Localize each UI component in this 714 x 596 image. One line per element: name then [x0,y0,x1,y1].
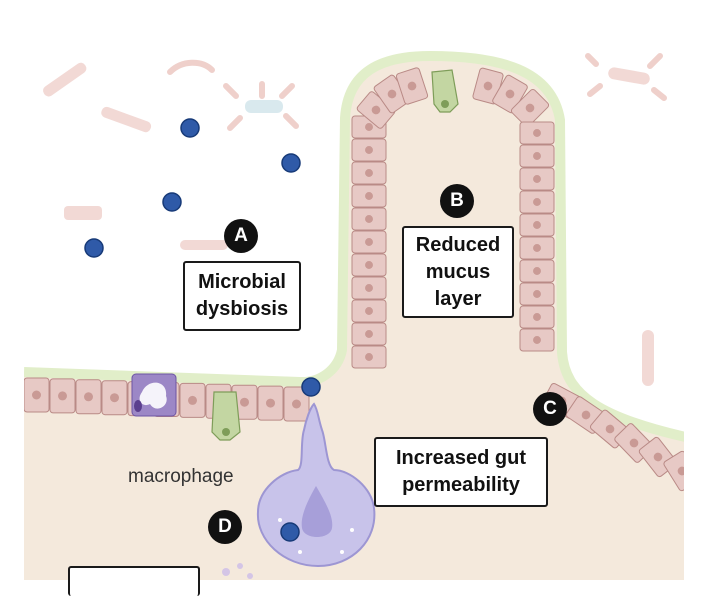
epithelial-cell [519,121,555,145]
epithelial-cell [351,184,387,208]
increased-permeability-label: Increased gut permeability [374,437,548,507]
epithelial-cell [75,379,102,415]
epithelial-cell [351,207,387,231]
epithelial-cell [519,167,555,191]
epithelial-cell [24,377,50,413]
epithelial-cell [351,253,387,277]
epithelial-cell [519,282,555,306]
epithelial-cell [351,345,387,369]
epithelial-cell [519,328,555,352]
epithelial-cell [510,88,550,128]
epithelial-cell [257,385,284,421]
epithelial-cell [519,213,555,237]
marker-a: A [224,219,258,253]
epithelial-cell [351,138,387,162]
epithelial-cell [283,386,310,422]
epithelial-cell [49,378,76,414]
macrophage-cell [256,402,376,568]
commensal-bacteria [43,53,667,579]
epithelial-cell [351,322,387,346]
gut-epithelium-diagram [24,50,684,580]
epithelial-cell [519,236,555,260]
epithelial-cell [351,161,387,185]
epithelial-cell [351,299,387,323]
epithelial-cell [179,382,206,418]
epithelial-cell [101,380,128,416]
epithelial-cell [663,450,684,492]
marker-b: B [440,184,474,218]
epithelial-cell [519,144,555,168]
epithelial-cell [395,67,429,105]
epithelial-cell [351,230,387,254]
macrophage-label: macrophage [128,466,234,487]
epithelial-cell [351,276,387,300]
pathogenic-bacteria [84,118,321,397]
immune-cell [131,373,177,417]
marker-c: C [533,392,567,426]
goblet-cell [211,391,241,441]
microbial-dysbiosis-label: Microbial dysbiosis [183,261,301,331]
epithelial-cell [519,305,555,329]
goblet-cell [431,69,459,113]
epithelial-cell [519,190,555,214]
epithelial-cell [519,259,555,283]
reduced-mucus-label: Reduced mucus layer [402,226,514,318]
bottom-label-box [68,566,200,596]
engulfed-bacterium [280,522,300,542]
marker-d: D [208,510,242,544]
mucus-layer [24,50,684,442]
